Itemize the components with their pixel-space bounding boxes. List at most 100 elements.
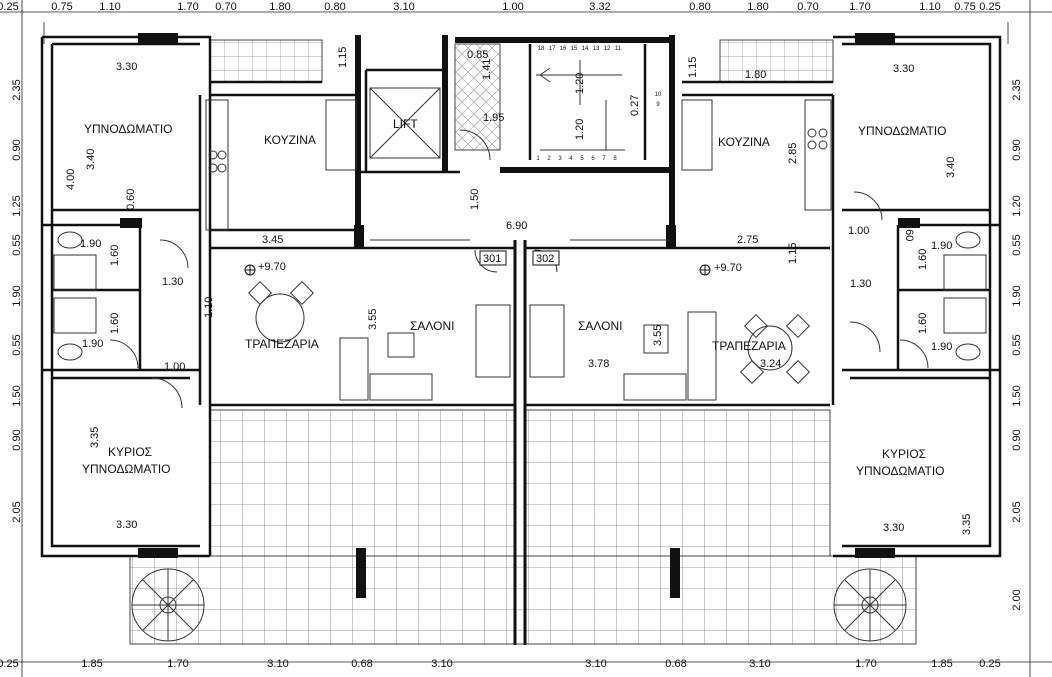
unit-number-right: 302 (536, 253, 554, 265)
walls (40, 35, 1002, 645)
dim-master-r-335: 3.35 (961, 514, 973, 535)
room-label-master-right-1: ΚΥΡΙΟΣ (882, 447, 926, 461)
right-dim: 2.00 (1011, 589, 1023, 610)
dim-bed-r-w: 3.30 (893, 63, 914, 75)
bottom-dim: 0.68 (351, 658, 372, 670)
room-label-bedroom-left: ΥΠΝΟΔΩΜΑΤΙΟ (84, 122, 173, 136)
right-dim: 2.35 (1011, 79, 1023, 100)
top-dim: 1.80 (747, 1, 768, 13)
left-dim: 1.50 (11, 385, 23, 406)
stair-step-number: 18 (538, 46, 545, 52)
balcony-bottom (129, 555, 917, 645)
room-label-kitchen-left: ΚΟΥΖΙΝΑ (264, 133, 316, 147)
room-label-kitchen-right: ΚΟΥΖΙΝΑ (718, 135, 770, 149)
room-label-dining-right: ΤΡΑΠΕΖΑΡΙΑ (712, 339, 786, 353)
dim-stair-195: 1.95 (483, 112, 504, 124)
stair-step-number: 2 (547, 156, 551, 162)
dim-master-l-335: 3.35 (89, 427, 101, 448)
stair-step-number: 7 (602, 156, 606, 162)
columns (120, 33, 920, 598)
dim-corr-l-345: 3.45 (262, 234, 283, 246)
left-dim: 2.35 (11, 79, 23, 100)
top-dim: 0.80 (324, 1, 345, 13)
dim-bed-r-h: 3.40 (945, 157, 957, 178)
left-dim: 0.90 (11, 429, 23, 450)
dim-bath-l-160b: 1.60 (109, 313, 121, 334)
furniture (53, 60, 987, 642)
dim-bath-l-110: 1.10 (203, 297, 215, 318)
room-label-master-left-1: ΚΥΡΙΟΣ (108, 445, 152, 459)
dim-bath-l-190a: 1.90 (80, 238, 101, 250)
dim-bed-l-4: 4.00 (65, 169, 77, 190)
dim-bath-l-100: 1.00 (164, 361, 185, 373)
bottom-dim: 1.85 (81, 658, 102, 670)
balcony-top-right (719, 39, 834, 83)
right-dim: 1.20 (1011, 195, 1023, 216)
top-dim: 0.80 (689, 1, 710, 13)
dim-bath-l-130: 1.30 (162, 276, 183, 288)
left-dim: 0.55 (11, 234, 23, 255)
dim-bed-l-060: 0.60 (125, 189, 137, 210)
top-dim: 0.75 (954, 1, 975, 13)
dim-salon-r-355: 3.55 (652, 325, 664, 346)
unit-box-right (532, 250, 560, 266)
unit-box-left (479, 250, 507, 266)
bottom-dim: 0.25 (979, 658, 1000, 670)
stair-step-number: 11 (615, 46, 622, 52)
top-dim: 3.32 (589, 1, 610, 13)
stair-step-number: 16 (560, 46, 567, 52)
bottom-dim: 1.70 (855, 658, 876, 670)
room-label-salon-right: ΣΑΛΟΝΙ (578, 319, 623, 333)
bottom-dim: 1.85 (931, 658, 952, 670)
dim-stair-150: 1.50 (469, 189, 481, 210)
top-dim: 0.70 (797, 1, 818, 13)
dim-corr-r-275: 2.75 (737, 234, 758, 246)
right-dim: 0.55 (1011, 334, 1023, 355)
stair-tile (454, 43, 501, 151)
room-label-dining-left: ΤΡΑΠΕΖΑΡΙΑ (245, 337, 319, 351)
bottom-dim: 3.10 (267, 658, 288, 670)
dim-bed-r-060: 0.60 (903, 220, 915, 241)
dim-kitchen-r-285: 2.85 (787, 143, 799, 164)
top-dim: 1.10 (99, 1, 120, 13)
stair-step-number: 1 (536, 156, 540, 162)
bottom-dim: 3.10 (585, 658, 606, 670)
stair-step-number: 14 (582, 46, 589, 52)
top-dim: 0.75 (51, 1, 72, 13)
right-dim: 1.50 (1011, 385, 1023, 406)
room-label-master-left-2: ΥΠΝΟΔΩΜΑΤΙΟ (82, 462, 171, 476)
room-label-master-right-2: ΥΠΝΟΔΩΜΑΤΙΟ (856, 464, 945, 478)
right-dim: 1.90 (1011, 285, 1023, 306)
left-dim: 0.55 (11, 334, 23, 355)
bottom-dim: 1.70 (167, 658, 188, 670)
inner-dimensions: 3.30 3.40 4.00 0.60 1.90 1.60 1.30 1.60 … (65, 47, 973, 535)
stair-step-number: 17 (549, 46, 556, 52)
top-dim: 3.10 (393, 1, 414, 13)
right-dim: 0.55 (1011, 234, 1023, 255)
dim-stair-120a: 1.20 (574, 73, 586, 94)
right-dim: 2.05 (1011, 501, 1023, 522)
dim-stair-141: 1.41 (481, 59, 493, 80)
dim-bed-r-100: 1.00 (848, 225, 869, 237)
left-dim: 1.25 (11, 195, 23, 216)
right-dim: 0.90 (1011, 139, 1023, 160)
stair-step-number: 9 (656, 102, 660, 108)
stair-step-number: 12 (604, 46, 611, 52)
stair-step-number: 5 (580, 156, 584, 162)
dim-kitchen-r-180: 1.80 (745, 69, 766, 81)
bottom-dim: 3.10 (431, 658, 452, 670)
dim-dining-r-324: 3.24 (760, 358, 781, 370)
bottom-dim: 0.25 (0, 658, 19, 670)
dim-bath-r-190a: 1.90 (931, 240, 952, 252)
dim-kitchen-l-115: 1.15 (337, 47, 349, 68)
stair-step-number: 10 (655, 92, 662, 98)
balcony-top-left (209, 39, 323, 83)
left-dim: 2.05 (11, 501, 23, 522)
dim-bath-r-160a: 1.60 (917, 249, 929, 270)
room-label-salon-left: ΣΑΛΟΝΙ (410, 319, 455, 333)
room-label-lift: LIFT (393, 117, 418, 131)
